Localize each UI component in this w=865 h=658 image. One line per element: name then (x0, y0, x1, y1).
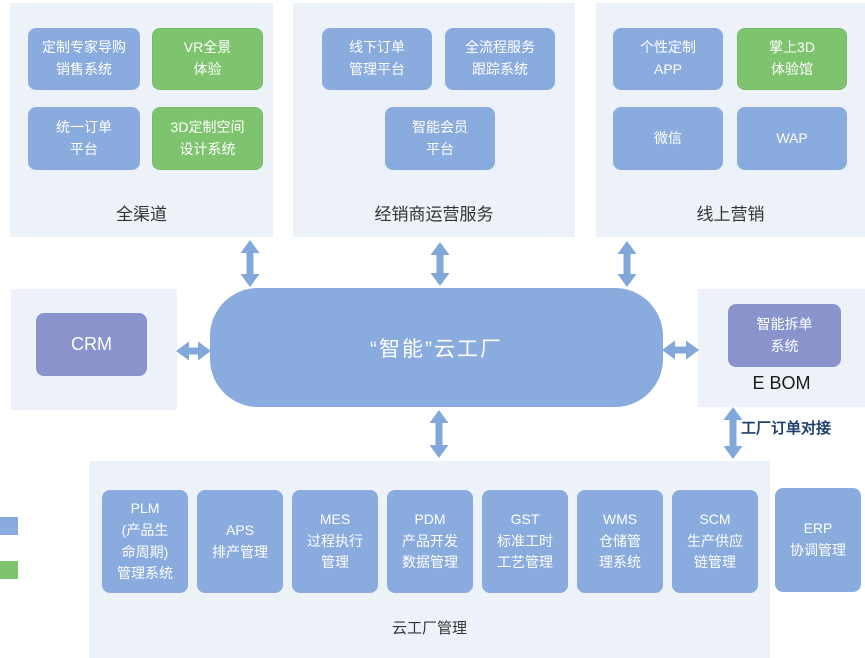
box-wap: WAP (737, 107, 847, 170)
box-unified-order-platform: 统一订单 平台 (28, 107, 140, 170)
panel-crm: CRM (11, 289, 177, 410)
arrow-hub-to-factory-icon (429, 410, 449, 458)
box-smart-member-platform: 智能会员 平台 (385, 107, 495, 170)
box-mes-process-execution-management: MES 过程执行 管理 (292, 490, 378, 593)
arrow-online-to-hub-icon (617, 241, 637, 287)
box-offline-order-management-platform: 线下订单 管理平台 (322, 28, 432, 90)
panel-online-marketing: 个性定制 APP 掌上3D 体验馆 微信 WAP 线上营销 (596, 3, 865, 237)
panel-ebom: 智能拆单 系统 E BOM (698, 289, 865, 407)
box-mobile-3d-experience-hall: 掌上3D 体验馆 (737, 28, 847, 90)
arrow-omni-to-hub-icon (240, 240, 260, 287)
arrow-hub-to-ebom-icon (662, 340, 699, 360)
panel-caption-cloud-factory-management: 云工厂管理 (391, 620, 467, 637)
box-3d-custom-space-design-system: 3D定制空间 设计系统 (152, 107, 263, 170)
box-plm-lifecycle-management-system: PLM (产品生 命周期) 管理系统 (102, 490, 188, 593)
panel-caption-omni-channel: 全渠道 (116, 205, 167, 224)
box-aps-scheduling-management: APS 排产管理 (197, 490, 283, 593)
box-wechat: 微信 (613, 107, 723, 170)
arrow-ebom-factory-order-icon (723, 407, 743, 459)
panel-dealer-operation-service: 线下订单 管理平台 全流程服务 跟踪系统 智能会员 平台 经销商运营服务 (293, 3, 575, 237)
panel-caption-ebom: E BOM (752, 373, 811, 393)
box-gst-standard-hours-process-management: GST 标准工时 工艺管理 (482, 490, 568, 593)
legend-swatch-blue (0, 517, 18, 535)
box-erp-coordination-management: ERP 协调管理 (775, 488, 861, 592)
box-full-process-service-tracking-system: 全流程服务 跟踪系统 (445, 28, 555, 90)
box-personalized-custom-app: 个性定制 APP (613, 28, 723, 90)
box-wms-warehouse-management-system: WMS 仓储管 理系统 (577, 490, 663, 593)
arrow-crm-to-hub-icon (176, 341, 211, 361)
legend-swatch-green (0, 561, 18, 579)
box-smart-order-splitting-system: 智能拆单 系统 (728, 304, 841, 367)
box-custom-expert-sales-system: 定制专家导购 销售系统 (28, 28, 140, 90)
box-scm-production-supply-chain-management: SCM 生产供应 链管理 (672, 490, 758, 593)
hub-smart-cloud-factory: “智能”云工厂 (210, 288, 663, 407)
panel-cloud-factory-management: PLM (产品生 命周期) 管理系统 APS 排产管理 MES 过程执行 管理 … (89, 461, 770, 658)
box-crm: CRM (36, 313, 147, 376)
panel-caption-online-marketing: 线上营销 (696, 205, 765, 224)
arrow-dealer-to-hub-icon (430, 242, 450, 286)
panel-omni-channel: 定制专家导购 销售系统 VR全景 体验 统一订单 平台 3D定制空间 设计系统 … (10, 3, 273, 237)
panel-caption-dealer-operation-service: 经销商运营服务 (374, 205, 494, 224)
box-vr-panorama-experience: VR全景 体验 (152, 28, 263, 90)
factory-order-docking-label: 工厂订单对接 (741, 420, 832, 437)
box-pdm-product-development-data-management: PDM 产品开发 数据管理 (387, 490, 473, 593)
